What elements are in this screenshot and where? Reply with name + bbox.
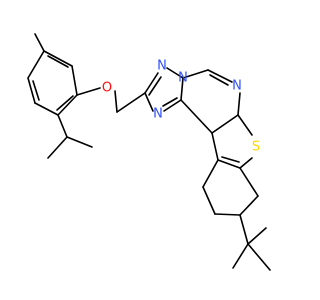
bond bbox=[148, 76, 162, 96]
nitrogen-atom-label: N bbox=[153, 107, 163, 122]
bond bbox=[57, 94, 78, 116]
molecule-structure: O N N N N S bbox=[27, 33, 271, 271]
bond bbox=[34, 102, 59, 116]
bond bbox=[239, 195, 259, 216]
bond bbox=[217, 159, 241, 169]
bond bbox=[239, 214, 249, 245]
bond bbox=[247, 227, 267, 245]
bond bbox=[211, 114, 239, 134]
bond bbox=[166, 67, 184, 79]
bond bbox=[34, 33, 45, 52]
bond bbox=[239, 167, 259, 197]
bond bbox=[221, 156, 240, 163]
bond bbox=[144, 72, 159, 94]
bond bbox=[47, 55, 69, 68]
nitrogen-atom-label: N bbox=[178, 71, 188, 86]
bond bbox=[27, 50, 45, 79]
bond bbox=[180, 99, 213, 134]
bond bbox=[43, 50, 73, 67]
bond bbox=[202, 159, 219, 188]
oxygen-atom-label: O bbox=[102, 81, 112, 96]
bond bbox=[237, 92, 241, 116]
bond bbox=[57, 114, 68, 138]
bond bbox=[47, 136, 68, 159]
nitrogen-atom-label: N bbox=[232, 79, 242, 94]
bond bbox=[66, 136, 93, 148]
bond bbox=[144, 92, 154, 112]
bond bbox=[239, 157, 253, 169]
bond bbox=[32, 80, 40, 101]
bond bbox=[56, 95, 74, 111]
sulfur-atom-label: S bbox=[252, 140, 260, 155]
bond bbox=[207, 69, 233, 83]
bond bbox=[162, 97, 178, 107]
bond bbox=[76, 87, 101, 96]
bond bbox=[163, 99, 182, 112]
atom-labels: O N N N N S bbox=[102, 59, 260, 155]
bond bbox=[211, 132, 219, 161]
bond bbox=[232, 243, 249, 269]
bond bbox=[209, 74, 229, 86]
bond bbox=[71, 65, 78, 96]
bond-lines bbox=[27, 33, 271, 271]
bond bbox=[202, 186, 216, 215]
bond bbox=[27, 77, 36, 104]
bond bbox=[214, 213, 241, 216]
bond bbox=[116, 92, 146, 113]
bond bbox=[182, 69, 209, 79]
bond bbox=[180, 77, 184, 101]
nitrogen-atom-label: N bbox=[157, 59, 167, 74]
molecule-canvas: O N N N N S bbox=[27, 33, 271, 271]
bond bbox=[237, 114, 253, 136]
bond bbox=[114, 90, 118, 113]
bond bbox=[247, 243, 271, 271]
